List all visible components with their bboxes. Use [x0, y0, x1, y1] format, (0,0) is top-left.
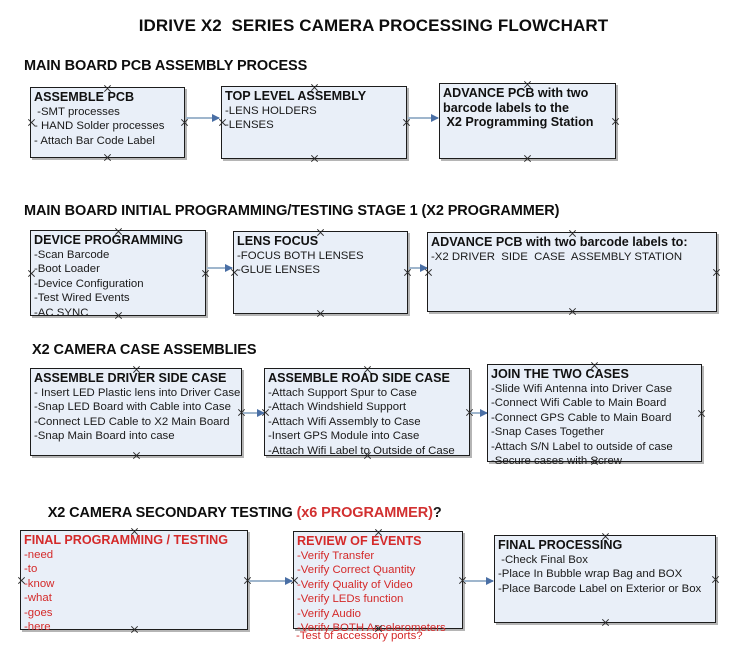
node-line: -to — [24, 563, 38, 576]
node-line: -goes — [24, 606, 53, 619]
node-line: -need — [24, 548, 54, 561]
node-line: - Attach Bar Code Label — [34, 134, 155, 147]
node-line: -Scan Barcode — [34, 248, 110, 261]
node-line: -Attach Support Spur to Case — [268, 386, 417, 399]
node-title: FINAL PROGRAMMING / TESTING — [24, 533, 229, 547]
resize-handle-bottom[interactable] — [310, 154, 319, 163]
node-line: -Verify Transfer — [297, 549, 375, 562]
node-line: X2 Programming Station — [443, 115, 594, 129]
node-line: -Connect Wifi Cable to Main Board — [491, 397, 667, 410]
node-line: -Snap Main Board into case — [34, 430, 175, 443]
node-advance-pcb-programming-station[interactable]: ADVANCE PCB with two barcode labels to t… — [439, 83, 616, 159]
node-title: REVIEW OF EVENTS — [297, 534, 422, 548]
node-title: ASSEMBLE DRIVER SIDE CASE — [34, 371, 227, 385]
node-line: -Insert GPS Module into Case — [268, 430, 420, 443]
node-line: -Device Configuration — [34, 277, 144, 290]
node-line: -Attach Wifi Label to Outside of Case — [268, 444, 455, 457]
node-advance-pcb-driver-side-station[interactable]: ADVANCE PCB with two barcode labels to: … — [427, 232, 717, 312]
node-line: -Verify Quality of Video — [297, 578, 413, 591]
node-line: -Boot Loader — [34, 263, 100, 276]
node-line-overflow: -Test of accessory ports? — [296, 630, 423, 642]
node-line: -Slide Wifi Antenna into Driver Case — [491, 382, 673, 395]
node-title: ADVANCE PCB with two — [443, 86, 589, 100]
node-line: -Verify Audio — [297, 607, 361, 620]
node-line: -what — [24, 592, 52, 605]
connector-arrow — [409, 264, 428, 272]
node-line: - Insert LED Plastic lens into Driver Ca… — [34, 386, 241, 399]
node-line: -LENS HOLDERS — [225, 104, 317, 117]
node-line: - HAND Solder processes — [34, 120, 165, 133]
node-line: -Verify LEDs function — [297, 593, 404, 606]
resize-handle-bottom[interactable] — [523, 154, 532, 163]
node-join-the-two-cases[interactable]: JOIN THE TWO CASES -Slide Wifi Antenna i… — [487, 364, 702, 467]
connector-arrow — [471, 409, 488, 417]
node-line: -Verify BOTH Accelerometers — [297, 622, 446, 635]
node-title: ASSEMBLE ROAD SIDE CASE — [268, 371, 450, 385]
node-line: -X2 DRIVER SIDE CASE ASSEMBLY STATION — [431, 250, 683, 263]
node-line: -Test Wired Events — [34, 292, 130, 305]
node-line: -Check Final Box — [498, 553, 588, 566]
connector-arrow — [408, 114, 439, 122]
connector-arrow — [243, 409, 265, 417]
section-heading-main-board-pcb-assembly: MAIN BOARD PCB ASSEMBLY PROCESS — [24, 58, 308, 74]
node-line: -GLUE LENSES — [237, 264, 320, 277]
resize-handle-bottom[interactable] — [316, 309, 325, 318]
resize-handle-right[interactable] — [712, 268, 721, 277]
node-line: -Place In Bubble wrap Bag and BOX — [498, 568, 683, 581]
node-title: LENS FOCUS — [237, 234, 319, 248]
node-top-level-assembly[interactable]: TOP LEVEL ASSEMBLY -LENS HOLDERS -LENSES — [221, 86, 407, 159]
section-heading-text: X2 CAMERA SECONDARY TESTING — [47, 505, 297, 521]
section-heading-question-mark: ? — [432, 505, 442, 521]
node-assemble-pcb[interactable]: ASSEMBLE PCB -SMT processes - HAND Solde… — [30, 87, 185, 158]
node-title: ASSEMBLE PCB — [34, 90, 135, 104]
node-line: -Snap Cases Together — [491, 426, 605, 439]
node-assemble-driver-side-case[interactable]: ASSEMBLE DRIVER SIDE CASE - Insert LED P… — [30, 368, 242, 456]
node-line: -Snap LED Board with Cable into Case — [34, 401, 231, 414]
node-device-programming[interactable]: DEVICE PROGRAMMING -Scan Barcode -Boot L… — [30, 230, 206, 319]
resize-handle-bottom[interactable] — [103, 153, 112, 162]
node-title: TOP LEVEL ASSEMBLY — [225, 89, 367, 103]
node-title: DEVICE PROGRAMMING — [34, 233, 184, 247]
node-line: barcode labels to the — [443, 100, 569, 115]
node-line: -here — [24, 621, 51, 634]
connector-arrow — [186, 114, 220, 122]
section-heading-initial-programming: MAIN BOARD INITIAL PROGRAMMING/TESTING S… — [24, 203, 560, 219]
connector-arrow — [207, 264, 233, 272]
node-title: FINAL PROCESSING — [498, 538, 623, 552]
node-title: ADVANCE PCB with two barcode labels to: — [431, 235, 688, 249]
node-line: -SMT processes — [34, 105, 120, 118]
node-final-processing[interactable]: FINAL PROCESSING -Check Final Box -Place… — [494, 535, 716, 623]
connector-arrow — [464, 577, 494, 585]
node-final-programming-testing[interactable]: FINAL PROGRAMMING / TESTING -need -to -k… — [20, 530, 248, 633]
node-line: -Secure cases with Screw — [491, 455, 623, 468]
resize-handle-bottom[interactable] — [601, 618, 610, 627]
node-line: -Place Barcode Label on Exterior or Box — [498, 582, 702, 595]
section-heading-secondary-testing: X2 CAMERA SECONDARY TESTING (x6 PROGRAMM… — [32, 489, 442, 537]
node-line: -FOCUS BOTH LENSES — [237, 249, 364, 262]
node-line: -Attach Wifi Assembly to Case — [268, 415, 421, 428]
node-line: -Connect GPS Cable to Main Board — [491, 411, 672, 424]
node-line: -Verify Correct Quantity — [297, 564, 416, 577]
node-line: -know — [24, 577, 55, 590]
node-line: -Attach S/N Label to outside of case — [491, 440, 673, 453]
node-lens-focus[interactable]: LENS FOCUS -FOCUS BOTH LENSES -GLUE LENS… — [233, 231, 408, 314]
connector-arrow — [249, 577, 293, 585]
page-title: IDRIVE X2 SERIES CAMERA PROCESSING FLOWC… — [138, 16, 609, 35]
node-line: -LENSES — [225, 119, 274, 132]
resize-handle-bottom[interactable] — [568, 307, 577, 316]
node-title: JOIN THE TWO CASES — [491, 367, 629, 381]
node-review-of-events[interactable]: REVIEW OF EVENTS -Verify Transfer -Verif… — [293, 531, 463, 634]
section-heading-accent: (x6 PROGRAMMER) — [296, 505, 433, 521]
node-line: -AC SYNC — [34, 306, 89, 319]
resize-handle-bottom[interactable] — [132, 451, 141, 460]
node-assemble-road-side-case[interactable]: ASSEMBLE ROAD SIDE CASE -Attach Support … — [264, 368, 470, 457]
node-line: -Connect LED Cable to X2 Main Board — [34, 415, 230, 428]
node-line: -Attach Windshield Support — [268, 401, 407, 414]
section-heading-case-assemblies: X2 CAMERA CASE ASSEMBLIES — [32, 342, 257, 358]
